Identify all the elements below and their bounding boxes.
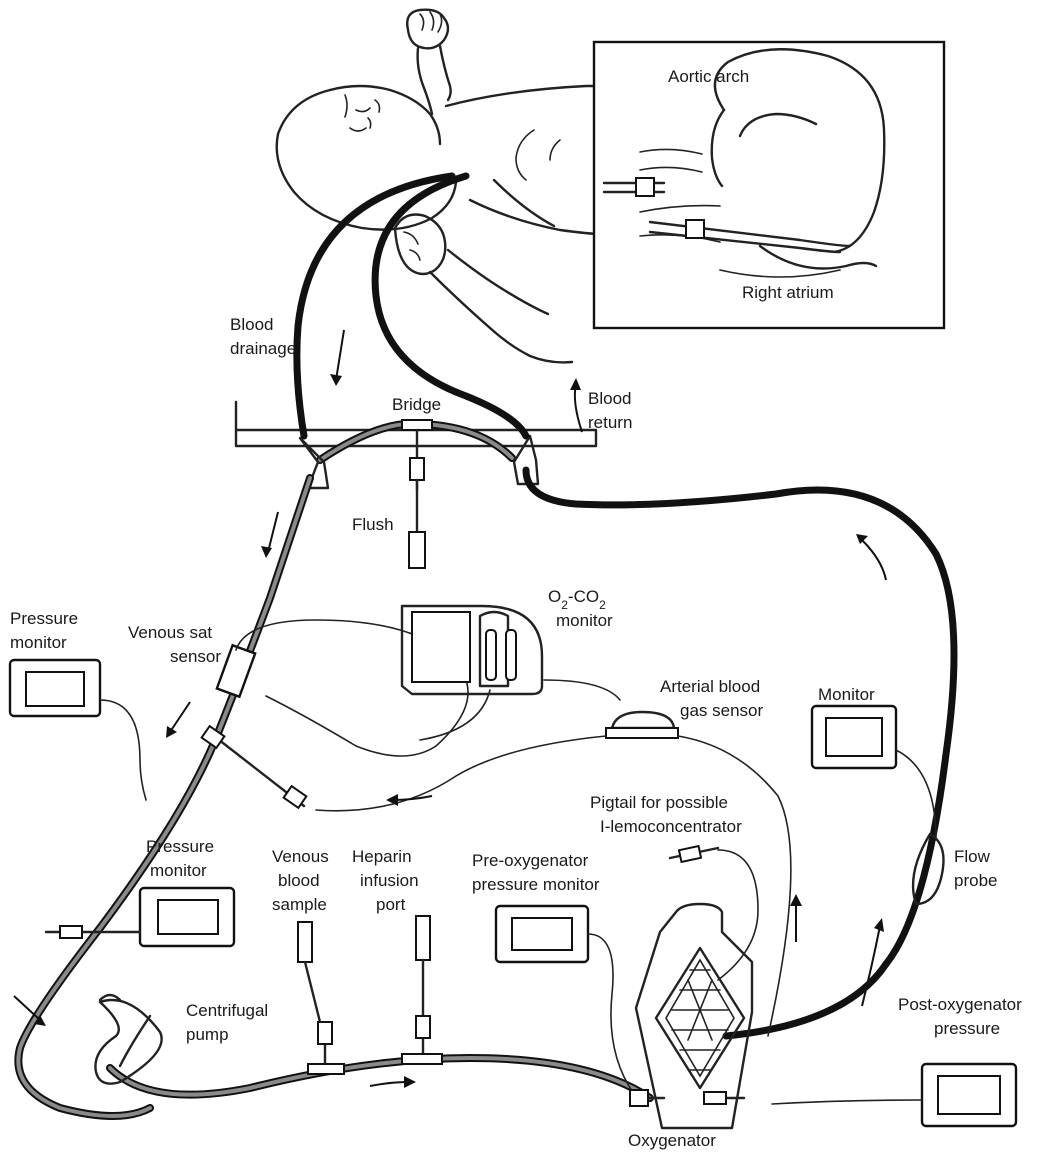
- label-pressure-monitor-mid-1: Pressure: [146, 837, 214, 856]
- label-flow-probe-1: Flow: [954, 847, 991, 866]
- label-venous-sat-2: sensor: [170, 647, 221, 666]
- label-oxygenator: Oxygenator: [628, 1131, 716, 1150]
- label-right-atrium: Right atrium: [742, 283, 834, 302]
- label-pressure-monitor-top-1: Pressure: [10, 609, 78, 628]
- pump-to-oxygenator-tubing: [106, 1054, 654, 1102]
- label-arterial-gas-1: Arterial blood: [660, 677, 760, 696]
- label-pressure-monitor-top-2: monitor: [10, 633, 67, 652]
- label-blood-return-2: return: [588, 413, 632, 432]
- label-pressure-monitor-mid-2: monitor: [150, 861, 207, 880]
- oxygenator: [629, 902, 754, 1130]
- flow-arrows: [13, 329, 887, 1088]
- drainage-tubing: [14, 172, 456, 1120]
- label-o2co2-title: O2-CO2: [548, 587, 606, 612]
- label-centrifugal-1: Centrifugal: [186, 1001, 268, 1020]
- heparin-infusion-port: [401, 915, 443, 1065]
- heart-inset: [592, 40, 946, 330]
- return-tubing: [371, 172, 958, 1040]
- label-pre-oxy-2: pressure monitor: [472, 875, 600, 894]
- label-post-oxy-1: Post-oxygenator: [898, 995, 1022, 1014]
- label-post-oxy-2: pressure: [934, 1019, 1000, 1038]
- label-blood-return-1: Blood: [588, 389, 631, 408]
- label-monitor: Monitor: [818, 685, 875, 704]
- label-flow-probe-2: probe: [954, 871, 997, 890]
- label-venous-sample-1: Venous: [272, 847, 329, 866]
- label-blood-drainage-1: Blood: [230, 315, 273, 334]
- pigtail-hemoconcentrator: [668, 844, 759, 981]
- label-venous-sat-1: Venous sat: [128, 623, 212, 642]
- pressure-monitor-top: [8, 658, 147, 801]
- diagram-labels: Aortic arch Right atrium Blood drainage …: [10, 67, 1022, 1150]
- arterial-blood-gas-sensor: [200, 710, 792, 1037]
- label-flush: Flush: [352, 515, 394, 534]
- label-bridge: Bridge: [392, 395, 441, 414]
- infant-figure: [275, 8, 606, 364]
- label-blood-drainage-2: drainage: [230, 339, 296, 358]
- label-venous-sample-3: sample: [272, 895, 327, 914]
- label-pigtail-2: I-lemoconcentrator: [600, 817, 742, 836]
- label-heparin-3: port: [376, 895, 406, 914]
- label-heparin-2: infusion: [360, 871, 419, 890]
- post-oxygenator-pressure-monitor: [771, 1062, 1018, 1128]
- label-arterial-gas-2: gas sensor: [680, 701, 763, 720]
- bridge-platform: [234, 400, 598, 569]
- label-o2co2-monitor: monitor: [556, 611, 613, 630]
- label-heparin-1: Heparin: [352, 847, 412, 866]
- label-centrifugal-2: pump: [186, 1025, 229, 1044]
- o2-co2-monitor: [400, 604, 621, 741]
- flow-monitor: [810, 704, 945, 906]
- label-pigtail-1: Pigtail for possible: [590, 793, 728, 812]
- label-aortic-arch: Aortic arch: [668, 67, 749, 86]
- pressure-monitor-mid: [44, 886, 236, 948]
- label-pre-oxy-1: Pre-oxygenator: [472, 851, 589, 870]
- venous-blood-sample-port: [297, 921, 345, 1075]
- pre-oxygenator-pressure-monitor: [494, 904, 635, 1095]
- label-venous-sample-2: blood: [278, 871, 320, 890]
- centrifugal-pump: [94, 993, 163, 1085]
